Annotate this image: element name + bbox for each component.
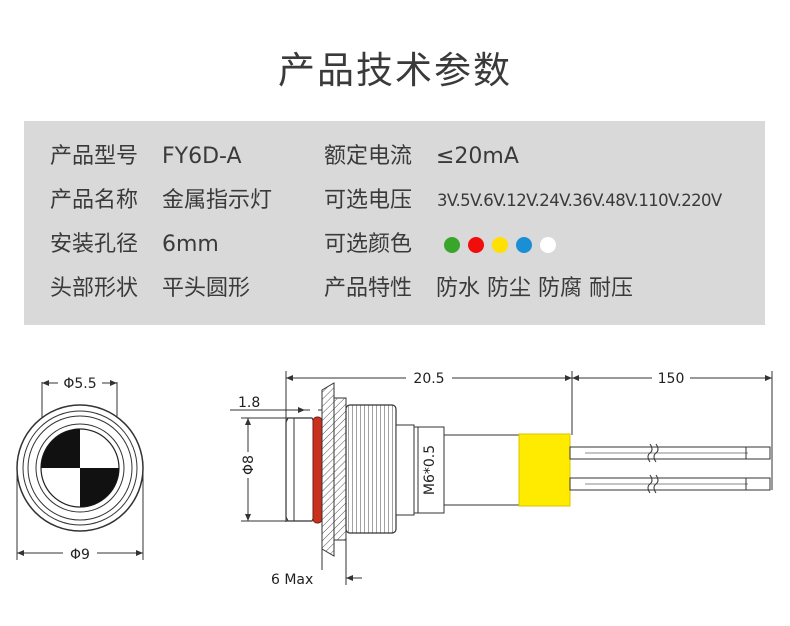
front-top-dim-label: Φ5.5 [63,376,96,392]
voltage-value: 3V.5V.6V.12V.24V.36V.48V.110V.220V [437,191,722,210]
current-label: 额定电流 [324,144,413,169]
length-dim-label: 20.5 [413,371,444,387]
side-view: 20.5 150 1.8 Φ8 M6*0.5 [230,369,773,588]
color-dot-white [540,237,556,253]
color-dot-red [468,237,484,253]
thread-dim-label: M6*0.5 [422,445,438,495]
spec-panel: 产品型号 FY6D-A 产品名称 金属指示灯 安装孔径 6mm 头部形状 平头圆… [24,121,765,325]
front-bottom-dim-label: Φ9 [70,547,90,563]
features-value: 防水 防尘 防腐 耐压 [436,276,633,301]
head-label: 头部形状 [50,276,139,301]
page-title: 产品技术参数 [278,49,512,92]
voltage-label: 可选电压 [324,188,413,213]
panel-dim-label: 6 Max [271,572,313,588]
model-value: FY6D-A [162,144,242,169]
wire-dim-label: 150 [658,371,685,387]
diameter-dim-label: Φ8 [241,455,257,475]
bezel-dim-label: 1.8 [238,395,260,411]
color-dot-blue [516,237,532,253]
hole-label: 安装孔径 [50,232,139,257]
hole-value: 6mm [162,232,219,257]
head-value: 平头圆形 [162,276,251,301]
model-label: 产品型号 [50,144,139,169]
dimension-drawing: Φ5.5 Φ9 20.5 150 1.8 [16,369,773,588]
current-value: ≤20mA [436,144,519,169]
name-value: 金属指示灯 [162,188,273,213]
front-view: Φ5.5 Φ9 [16,375,144,563]
color-dot-green [444,237,460,253]
color-dot-yellow [492,237,508,253]
features-label: 产品特性 [324,276,413,301]
colors-label: 可选颜色 [324,232,413,257]
name-label: 产品名称 [50,188,139,213]
